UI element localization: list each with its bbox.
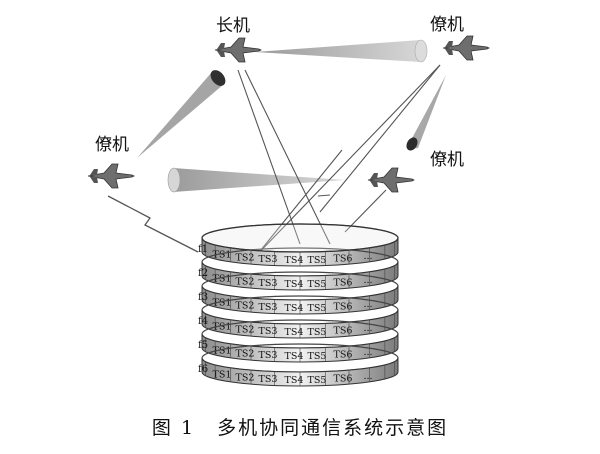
time-slot-label: ... — [363, 299, 372, 310]
ring-top-surface — [201, 223, 399, 253]
frequency-label-f1: f1 — [198, 244, 209, 255]
time-slot-label: ... — [363, 323, 372, 334]
link-line — [249, 64, 441, 263]
link-line — [244, 69, 331, 245]
time-slot-label: TS3 — [259, 350, 278, 361]
time-slot-label: TS1 — [213, 273, 232, 284]
jet-body — [87, 163, 135, 189]
link-line — [317, 194, 331, 197]
frequency-label-f3: f3 — [198, 292, 209, 303]
time-slot-label: TS4 — [285, 327, 304, 338]
time-slot-label: TS2 — [236, 349, 255, 360]
beam-leader-to-wingman — [255, 40, 425, 62]
time-slot-label: TS3 — [259, 374, 278, 385]
jet-body — [442, 35, 490, 61]
time-slot-label: ... — [363, 347, 372, 358]
wingman-top-right-jet-icon — [442, 35, 490, 61]
wingman-left-label: 僚机 — [95, 135, 129, 155]
time-slot-label: TS5 — [308, 303, 327, 314]
wingman-top-right-label: 僚机 — [430, 15, 464, 35]
time-slot-label: ... — [363, 371, 372, 382]
jet-tail — [445, 41, 453, 55]
figure-caption: 图 1 多机协同通信系统示意图 — [0, 413, 600, 440]
jet-tail — [217, 43, 225, 57]
beam-wingman-down — [409, 75, 446, 149]
jet-tail — [370, 173, 378, 187]
time-slot-label: TS1 — [213, 369, 232, 380]
time-slot-label: TS2 — [236, 253, 255, 264]
time-slot-label: TS1 — [213, 345, 232, 356]
frequency-label-f4: f4 — [198, 316, 209, 327]
time-slot-label: TS4 — [285, 303, 304, 314]
time-slot-label: TS2 — [236, 325, 255, 336]
link-line — [344, 189, 387, 233]
beam-wingman-left-horizontal — [169, 168, 345, 192]
frequency-label-f5: f5 — [198, 340, 209, 351]
time-slot-label: TS2 — [236, 301, 255, 312]
time-slot-label: TS6 — [334, 350, 353, 361]
link-line — [237, 69, 301, 245]
leader-label: 长机 — [216, 16, 250, 36]
jet-body — [367, 167, 415, 193]
time-slot-label: TS3 — [259, 302, 278, 313]
time-slot-label: TS5 — [308, 327, 327, 338]
time-slot-label: TS3 — [259, 278, 278, 289]
time-slot-label: TS1 — [213, 321, 232, 332]
time-slot-label: TS4 — [285, 351, 304, 362]
time-slot-label: TS6 — [334, 254, 353, 265]
link-line — [255, 149, 343, 257]
time-slot-label: ... — [363, 275, 372, 286]
time-slot-label: ... — [363, 251, 372, 262]
beam-left-cap — [167, 167, 181, 193]
wingman-right-label: 僚机 — [430, 150, 464, 170]
time-slot-label: TS4 — [285, 255, 304, 266]
time-slot-label: TS5 — [308, 351, 327, 362]
time-slot-label: TS4 — [285, 375, 304, 386]
time-slot-label: TS2 — [236, 373, 255, 384]
time-slot-label: TS5 — [308, 375, 327, 386]
time-slot-label: TS6 — [334, 326, 353, 337]
wingman-right-jet-icon — [367, 167, 415, 193]
time-slot-label: TS3 — [259, 326, 278, 337]
wingman-left-jet-icon — [87, 163, 135, 189]
beam-dark-cap — [210, 70, 226, 86]
figure-title: 多机协同通信系统示意图 — [217, 417, 449, 439]
leader-jet-icon — [214, 37, 262, 63]
time-slot-label: TS6 — [334, 374, 353, 385]
jet-body — [214, 37, 262, 63]
time-slot-label: TS6 — [334, 302, 353, 313]
beam-end-cap — [414, 39, 428, 63]
frequency-label-f6: f6 — [198, 364, 209, 375]
time-slot-label: TS1 — [213, 249, 232, 260]
time-slot-label: TS4 — [285, 279, 304, 290]
figure-number: 图 1 — [151, 417, 196, 439]
time-slot-label: TS2 — [236, 277, 255, 288]
link-line — [319, 64, 441, 213]
time-slot-label: TS3 — [259, 254, 278, 265]
lightning-link — [107, 195, 199, 253]
time-slot-label: TS6 — [334, 278, 353, 289]
frequency-label-f2: f2 — [198, 268, 209, 279]
time-slot-label: TS5 — [308, 279, 327, 290]
beam-dark-cap-2 — [406, 137, 418, 151]
beam-wingman-left-to-leader — [137, 72, 224, 158]
time-slot-label: TS5 — [308, 255, 327, 266]
time-slot-label: TS1 — [213, 297, 232, 308]
jet-tail — [90, 169, 98, 183]
